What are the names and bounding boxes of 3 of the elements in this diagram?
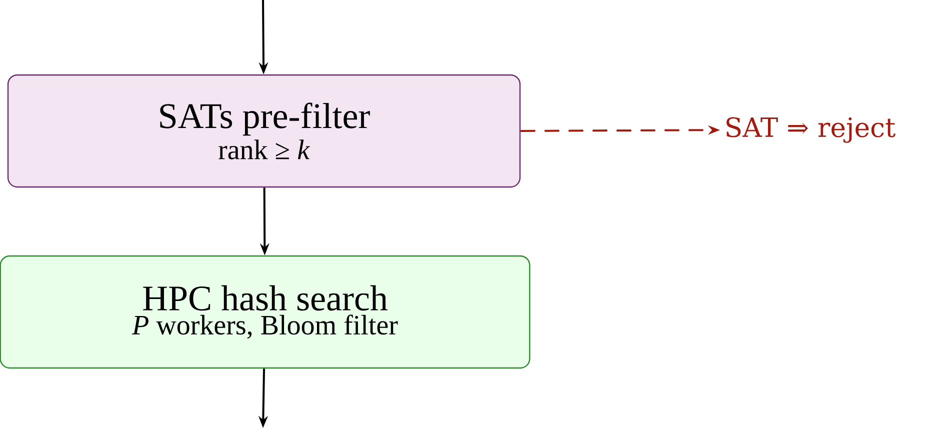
process-box: SATs pre-filter rank ≥ k (7, 74, 521, 188)
result-text: SAT ⇒ reject (726, 117, 896, 143)
process-box: HPC hash search P workers, Bloom filter (0, 255, 530, 369)
